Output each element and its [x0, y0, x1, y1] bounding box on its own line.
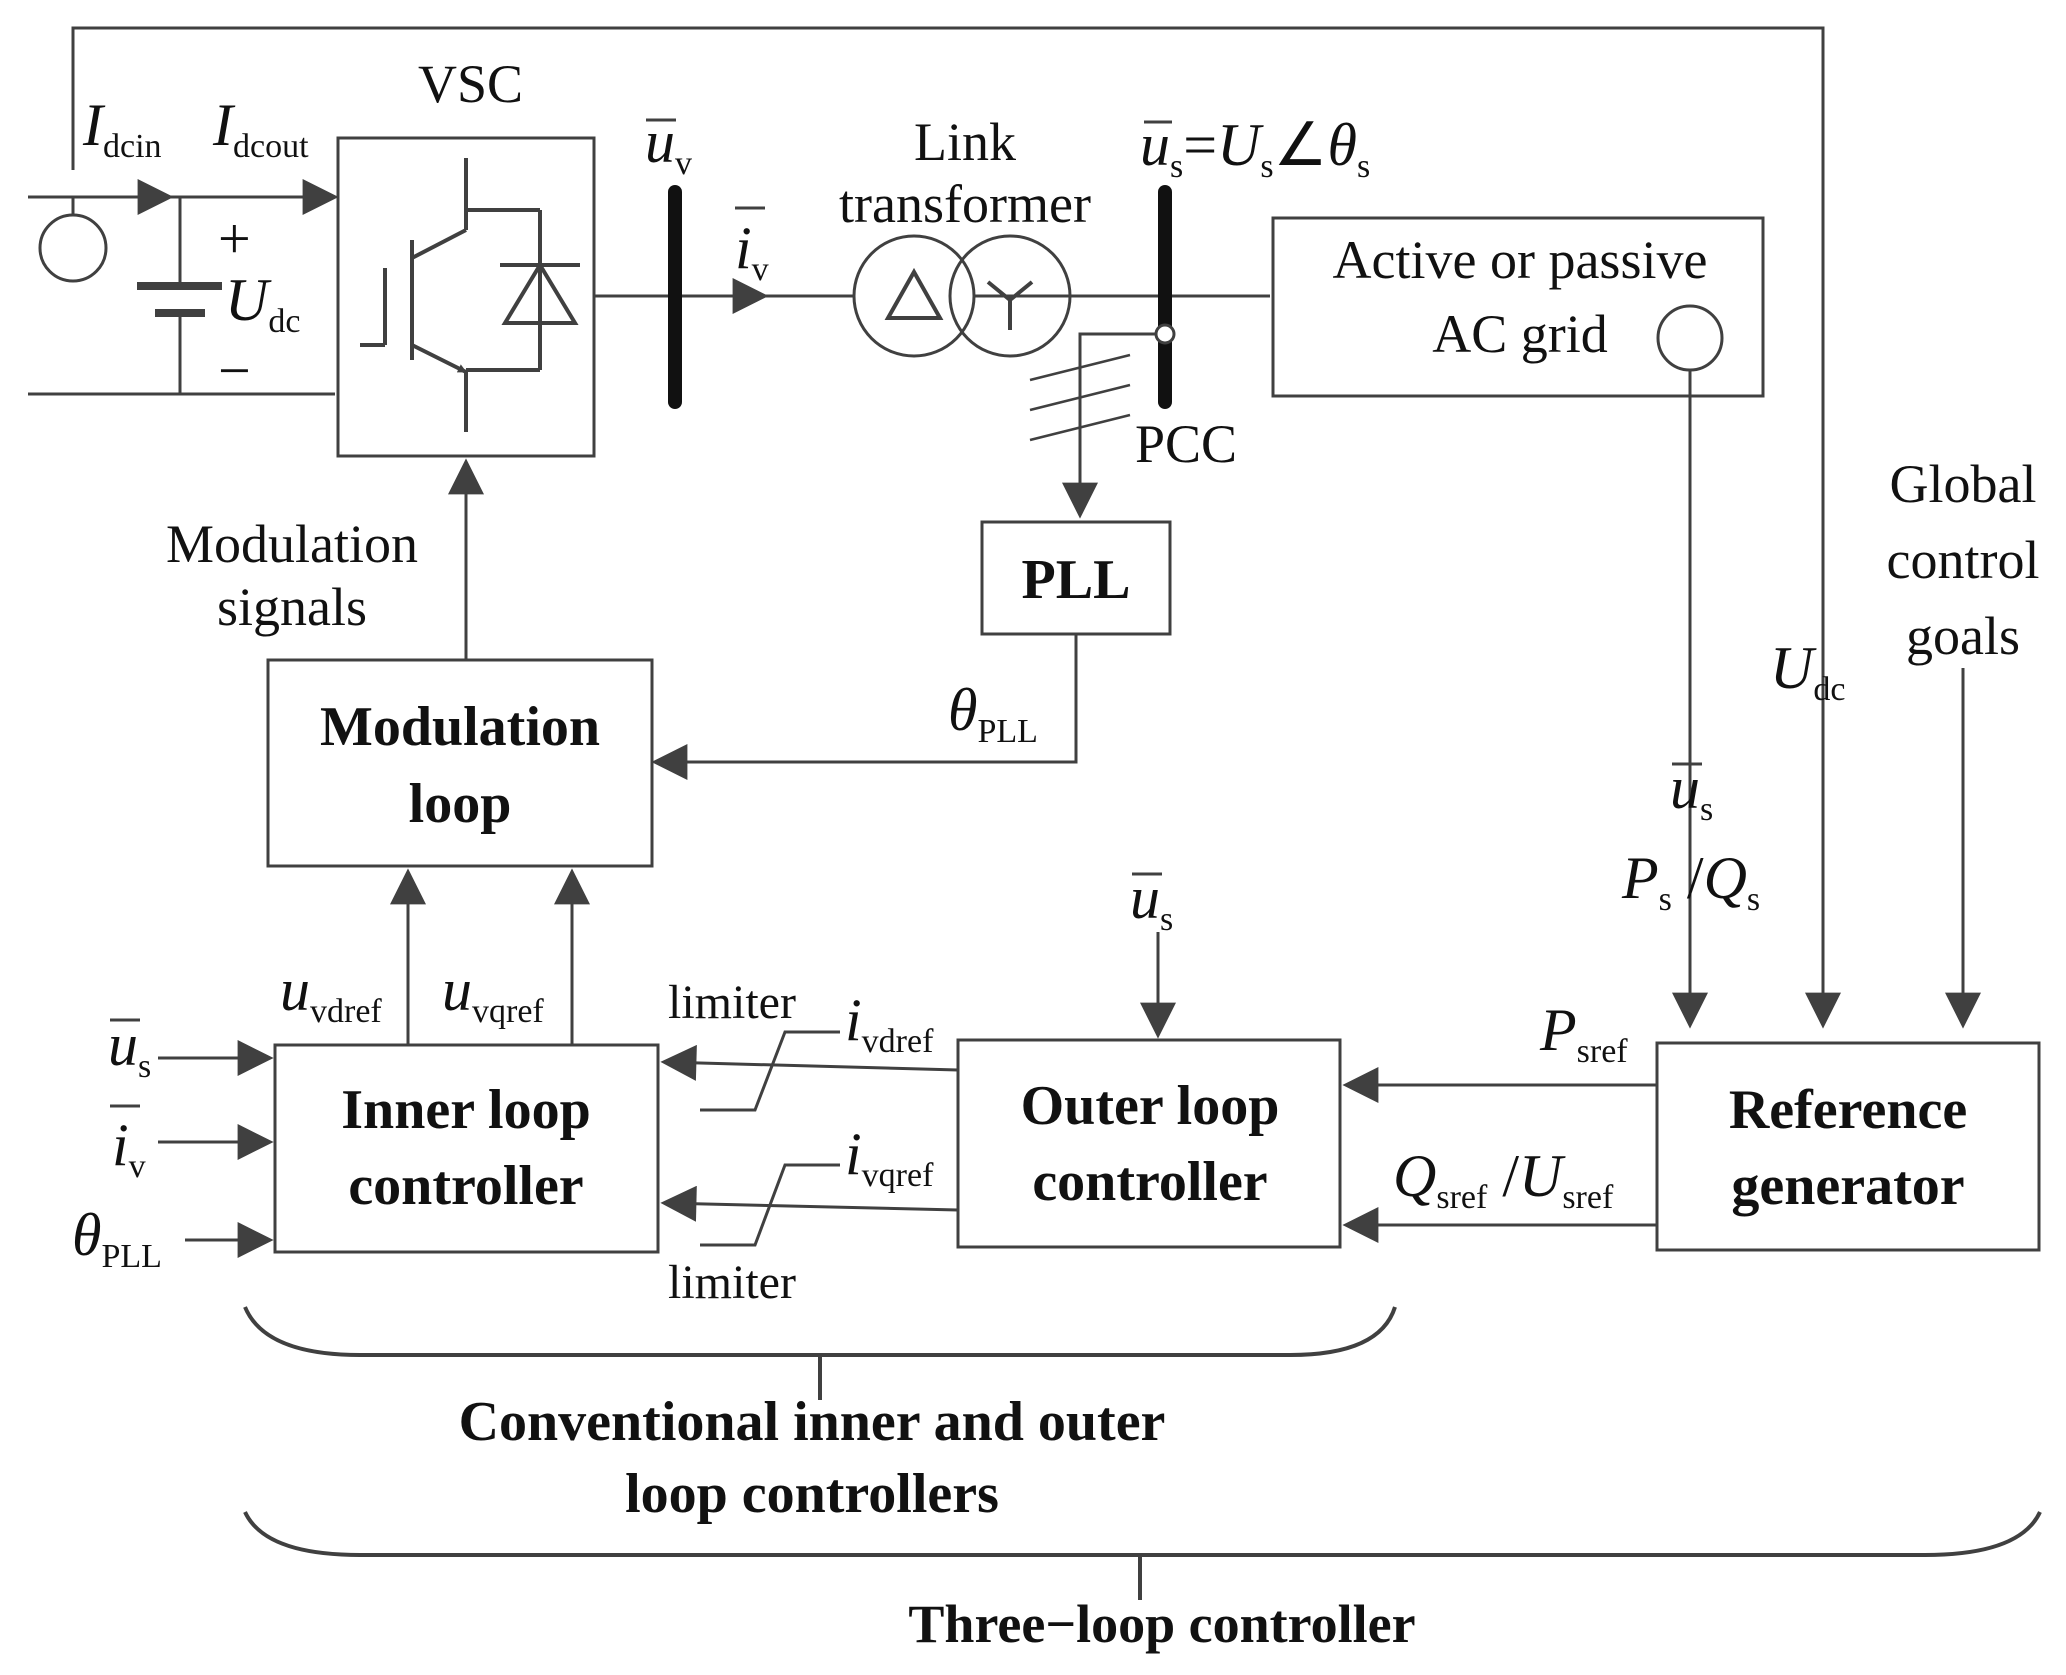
link-transformer-label-2: transformer	[839, 174, 1091, 234]
uvqref-label: uvqref	[442, 957, 544, 1030]
limiter-top-label: limiter	[668, 976, 796, 1029]
reference-generator-label-1: Reference	[1729, 1079, 1967, 1141]
inner-loop-label-1: Inner loop	[341, 1079, 590, 1141]
idcout-label: Idcout	[212, 92, 309, 165]
udc-feedback-wire	[71, 26, 1841, 1029]
vsc-block: VSC	[336, 54, 596, 458]
modulation-loop-label-1: Modulation	[320, 696, 600, 758]
iv-left-label: iv	[112, 1112, 146, 1185]
conventional-label-2: loop controllers	[625, 1463, 999, 1525]
limiter-bottom-label: limiter	[668, 1256, 796, 1309]
dc-capacitor	[137, 197, 222, 394]
psref-label: Psref	[1539, 997, 1628, 1070]
vsc-title: VSC	[418, 54, 523, 114]
dc-current-source	[38, 213, 108, 283]
pcc-node	[1154, 323, 1176, 345]
dc-minus: −	[218, 338, 251, 403]
modulation-loop-box	[266, 658, 654, 868]
three-loop-label: Three−loop controller	[908, 1594, 1415, 1654]
global-goals-label-1: Global	[1890, 454, 2037, 514]
outer-loop-label-1: Outer loop	[1021, 1075, 1280, 1137]
link-transformer-icon	[852, 234, 1072, 358]
modulation-signals-label-2: signals	[217, 577, 367, 637]
idcin-label: Idcin	[82, 92, 162, 165]
igbt-icon	[360, 158, 542, 432]
ivdref-wire	[660, 1044, 959, 1081]
inner-loop-box	[273, 1043, 660, 1254]
ps-qs-label: Ps /Qs	[1621, 845, 1760, 918]
theta-pll-top-label: θPLL	[948, 677, 1038, 750]
us-right-label: us	[1670, 755, 1713, 828]
limiter-bottom-icon	[700, 1163, 840, 1247]
theta-pll-wire	[651, 634, 1078, 780]
us-equation: us=Us∠θs	[1140, 112, 1370, 185]
pll-box	[980, 520, 1172, 636]
pcc-label: PCC	[1135, 414, 1237, 474]
ivqref-label: ivqref	[845, 1121, 934, 1194]
ivdref-label: ivdref	[845, 987, 934, 1060]
modulation-signals-label-1: Modulation	[166, 514, 418, 574]
udc-label: Udc	[225, 267, 300, 340]
conventional-label-1: Conventional inner and outer	[459, 1391, 1166, 1453]
dc-plus: +	[218, 206, 251, 271]
inner-loop-label-2: controller	[348, 1155, 583, 1217]
limiter-top-icon	[700, 1030, 840, 1112]
modulation-loop-label-2: loop	[409, 773, 512, 835]
conventional-brace	[243, 1306, 1397, 1357]
ivqref-wire	[660, 1185, 959, 1222]
udc-right-label: Udc	[1770, 635, 1845, 708]
reference-generator-box	[1655, 1041, 2041, 1252]
ac-side: uv iv Link transformer us=Us∠θs PCC Acti…	[594, 109, 1765, 1029]
ac-grid-label-2: AC grid	[1432, 304, 1608, 364]
us-left-label: us	[108, 1012, 151, 1085]
dc-side: Idcin Idcout + − Udc	[28, 26, 1841, 1029]
diode-icon	[500, 261, 580, 325]
uvdref-label: uvdref	[280, 957, 382, 1030]
global-goals-label-3: goals	[1906, 606, 2020, 666]
three-phase-marks	[1029, 353, 1131, 442]
pcc-to-pll-wire	[1062, 332, 1156, 519]
pll-label: PLL	[1022, 549, 1131, 611]
global-goals-label-2: control	[1887, 530, 2040, 590]
iv-label: iv	[735, 215, 769, 288]
qsref-usref-label: Qsref /Usref	[1393, 1143, 1614, 1216]
us-outer-label: us	[1130, 865, 1173, 938]
outer-loop-box	[956, 1038, 1342, 1249]
outer-loop-label-2: controller	[1032, 1151, 1267, 1213]
three-loop-brace	[243, 1511, 2042, 1557]
ac-grid-source-icon	[1656, 304, 1724, 372]
ac-grid-label-1: Active or passive	[1333, 230, 1708, 290]
reference-generator-label-2: generator	[1731, 1155, 1964, 1217]
link-transformer-label-1: Link	[914, 112, 1016, 172]
theta-pll-left-label: θPLL	[72, 1202, 162, 1275]
